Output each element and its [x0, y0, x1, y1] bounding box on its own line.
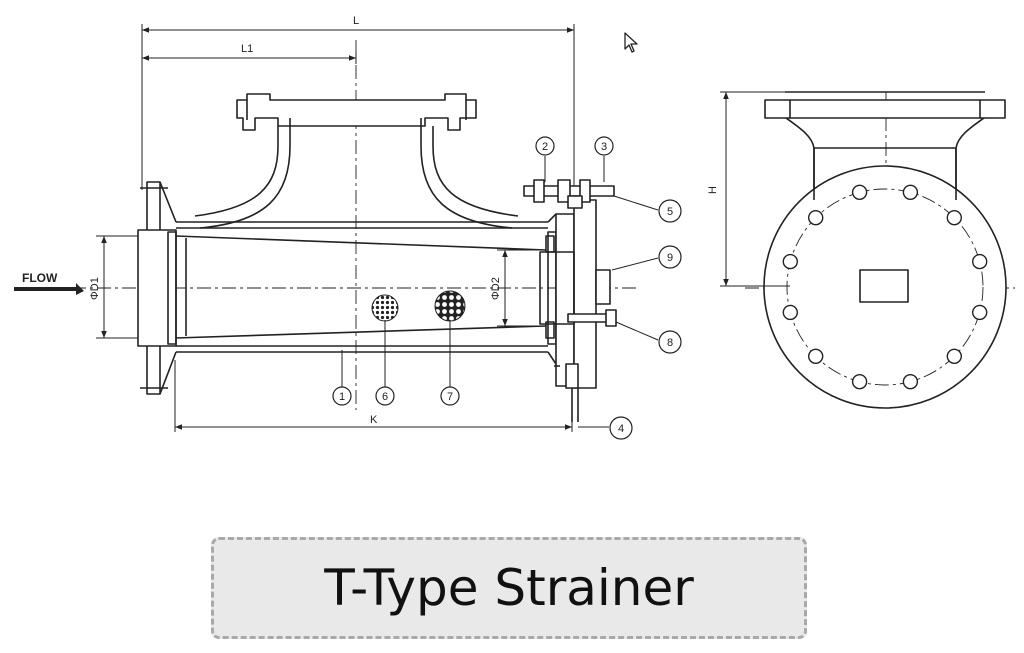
bolt-hole — [902, 374, 919, 390]
bolt-hole — [782, 253, 798, 270]
callout-1: 1 — [332, 386, 352, 406]
bolt-hole — [902, 184, 919, 201]
bolt-hole — [808, 348, 824, 364]
svg-text:5: 5 — [667, 206, 673, 218]
bolt-hole — [972, 253, 988, 270]
strainer-body — [175, 221, 548, 353]
svg-text:9: 9 — [667, 252, 673, 264]
inlet-flange — [137, 181, 177, 395]
flow-arrow-icon — [14, 283, 84, 295]
svg-text:4: 4 — [618, 423, 624, 435]
svg-text:7: 7 — [447, 391, 453, 403]
outlet-flange — [194, 93, 519, 229]
svg-text:2: 2 — [542, 141, 548, 153]
callout-leaders — [341, 156, 659, 428]
dim-L-label: L — [353, 15, 359, 27]
mouse-pointer-icon — [624, 32, 638, 53]
dim-D1-label: ΦD1 — [89, 277, 101, 300]
dim-D2-label: ΦD2 — [490, 277, 502, 300]
title-banner: T-Type Strainer — [211, 537, 807, 639]
svg-text:8: 8 — [667, 337, 673, 349]
cover-assembly — [523, 179, 617, 422]
callout-5: 5 — [658, 199, 682, 223]
mesh-sample-coarse — [434, 290, 466, 322]
callout-8: 8 — [658, 330, 682, 354]
dim-L1-label: L1 — [241, 43, 253, 55]
bolt-hole — [851, 184, 868, 201]
bolt-hole — [808, 209, 824, 226]
callout-4: 4 — [609, 416, 633, 440]
bolt-hole — [782, 304, 798, 321]
bolt-holes — [782, 184, 988, 390]
bolt-hole — [946, 209, 962, 226]
svg-text:6: 6 — [382, 391, 388, 403]
callout-7: 7 — [440, 386, 460, 406]
mesh-sample-fine — [371, 294, 399, 322]
svg-text:1: 1 — [339, 391, 345, 403]
callout-3: 3 — [594, 136, 614, 156]
dim-H-label: H — [707, 186, 719, 194]
callout-2: 2 — [535, 136, 555, 156]
callout-6: 6 — [375, 386, 395, 406]
bolt-hole — [946, 348, 962, 364]
side-view — [720, 91, 1007, 409]
dim-K-label: K — [370, 414, 378, 426]
diagram-title: T-Type Strainer — [324, 559, 694, 617]
bolt-hole — [972, 304, 988, 321]
bolt-hole — [851, 374, 868, 390]
callout-9: 9 — [658, 245, 682, 269]
svg-text:3: 3 — [601, 141, 607, 153]
flow-label: FLOW — [22, 271, 58, 285]
